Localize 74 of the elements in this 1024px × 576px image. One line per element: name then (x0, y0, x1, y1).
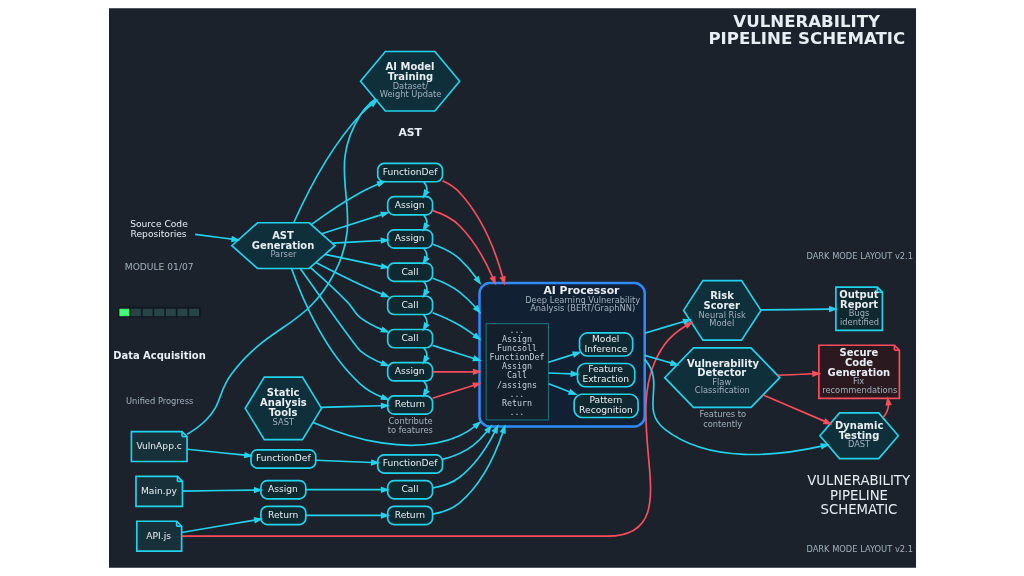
arrow (319, 402, 390, 409)
node-box: ... Assign Funcsoll FunctionDef Assign Call /assigns ... Return ... (485, 323, 549, 421)
node-box: Call (386, 479, 433, 500)
arrow (643, 358, 830, 456)
node-box: Assign (259, 479, 307, 500)
arrow (309, 266, 390, 333)
arrow (421, 247, 430, 266)
node-box: Assign (386, 229, 433, 249)
arrow (431, 311, 481, 341)
arrow (547, 351, 582, 364)
node-box: Assign (386, 361, 433, 382)
arrow (323, 253, 390, 270)
arrow (431, 344, 482, 362)
arrow (421, 280, 430, 299)
label: AST (397, 125, 422, 139)
arrow (320, 211, 390, 235)
diagram-title: VULNERABILITY PIPELINE SCHEMATIC (707, 12, 905, 48)
node-box: Call (386, 328, 433, 349)
arrow (776, 370, 821, 377)
arrow (431, 368, 482, 375)
arrow (431, 424, 499, 489)
arrow (185, 448, 253, 459)
arrow (421, 214, 430, 232)
node-box: FunctionDef (249, 449, 317, 469)
arrow (643, 318, 692, 334)
arrow (881, 396, 892, 419)
label: DARK MODE LAYOUT v2.1 (805, 543, 913, 554)
arrow (304, 512, 390, 519)
node-box: Return (386, 395, 433, 415)
arrow (643, 354, 680, 366)
arrow (314, 459, 380, 466)
label: VULNERABILITY PIPELINE SCHEMATIC (806, 472, 910, 518)
label: MODULE 01/07 (124, 261, 194, 272)
arrow (181, 486, 263, 494)
arrow (761, 394, 833, 425)
node-box: Assign (386, 195, 433, 216)
arrow (421, 313, 430, 332)
node-box: FunctionDef (376, 162, 443, 183)
arrow (441, 180, 506, 286)
arrow (292, 99, 378, 224)
node-box: FunctionDef (376, 454, 443, 474)
arrow (431, 382, 482, 400)
label: Data Acquisition (112, 349, 206, 361)
arrow (421, 380, 430, 398)
arrow (304, 486, 390, 493)
arrow (299, 267, 390, 367)
connector (185, 98, 376, 435)
arrow (547, 382, 578, 396)
node-box: Model Inference (578, 331, 633, 357)
node-box: Feature Extraction (576, 362, 636, 388)
arrow (431, 277, 481, 314)
arrow (315, 261, 390, 298)
node-box: Call (386, 295, 433, 316)
arrow (290, 267, 390, 401)
edge-label: Contribute to features (387, 416, 433, 436)
label: Unified Progress (125, 395, 193, 406)
node-box: Return (259, 505, 307, 526)
edge-label: Features to contently (698, 409, 746, 429)
arrow (431, 424, 506, 515)
arrow (180, 517, 263, 534)
node-box: Pattern Recognition (572, 393, 639, 419)
arrow (759, 305, 838, 313)
arrow (330, 237, 390, 244)
arrow (431, 243, 481, 286)
node-text: Source Code Repositories (129, 219, 188, 240)
arrow (441, 424, 492, 461)
node-box: Call (386, 262, 433, 283)
arrow (193, 233, 241, 243)
arrow (547, 370, 580, 377)
label: DARK MODE LAYOUT v2.1 (805, 251, 913, 262)
arrow (310, 180, 386, 226)
arrow (431, 209, 496, 286)
node-box: Return (386, 505, 433, 526)
arrow (311, 420, 481, 447)
